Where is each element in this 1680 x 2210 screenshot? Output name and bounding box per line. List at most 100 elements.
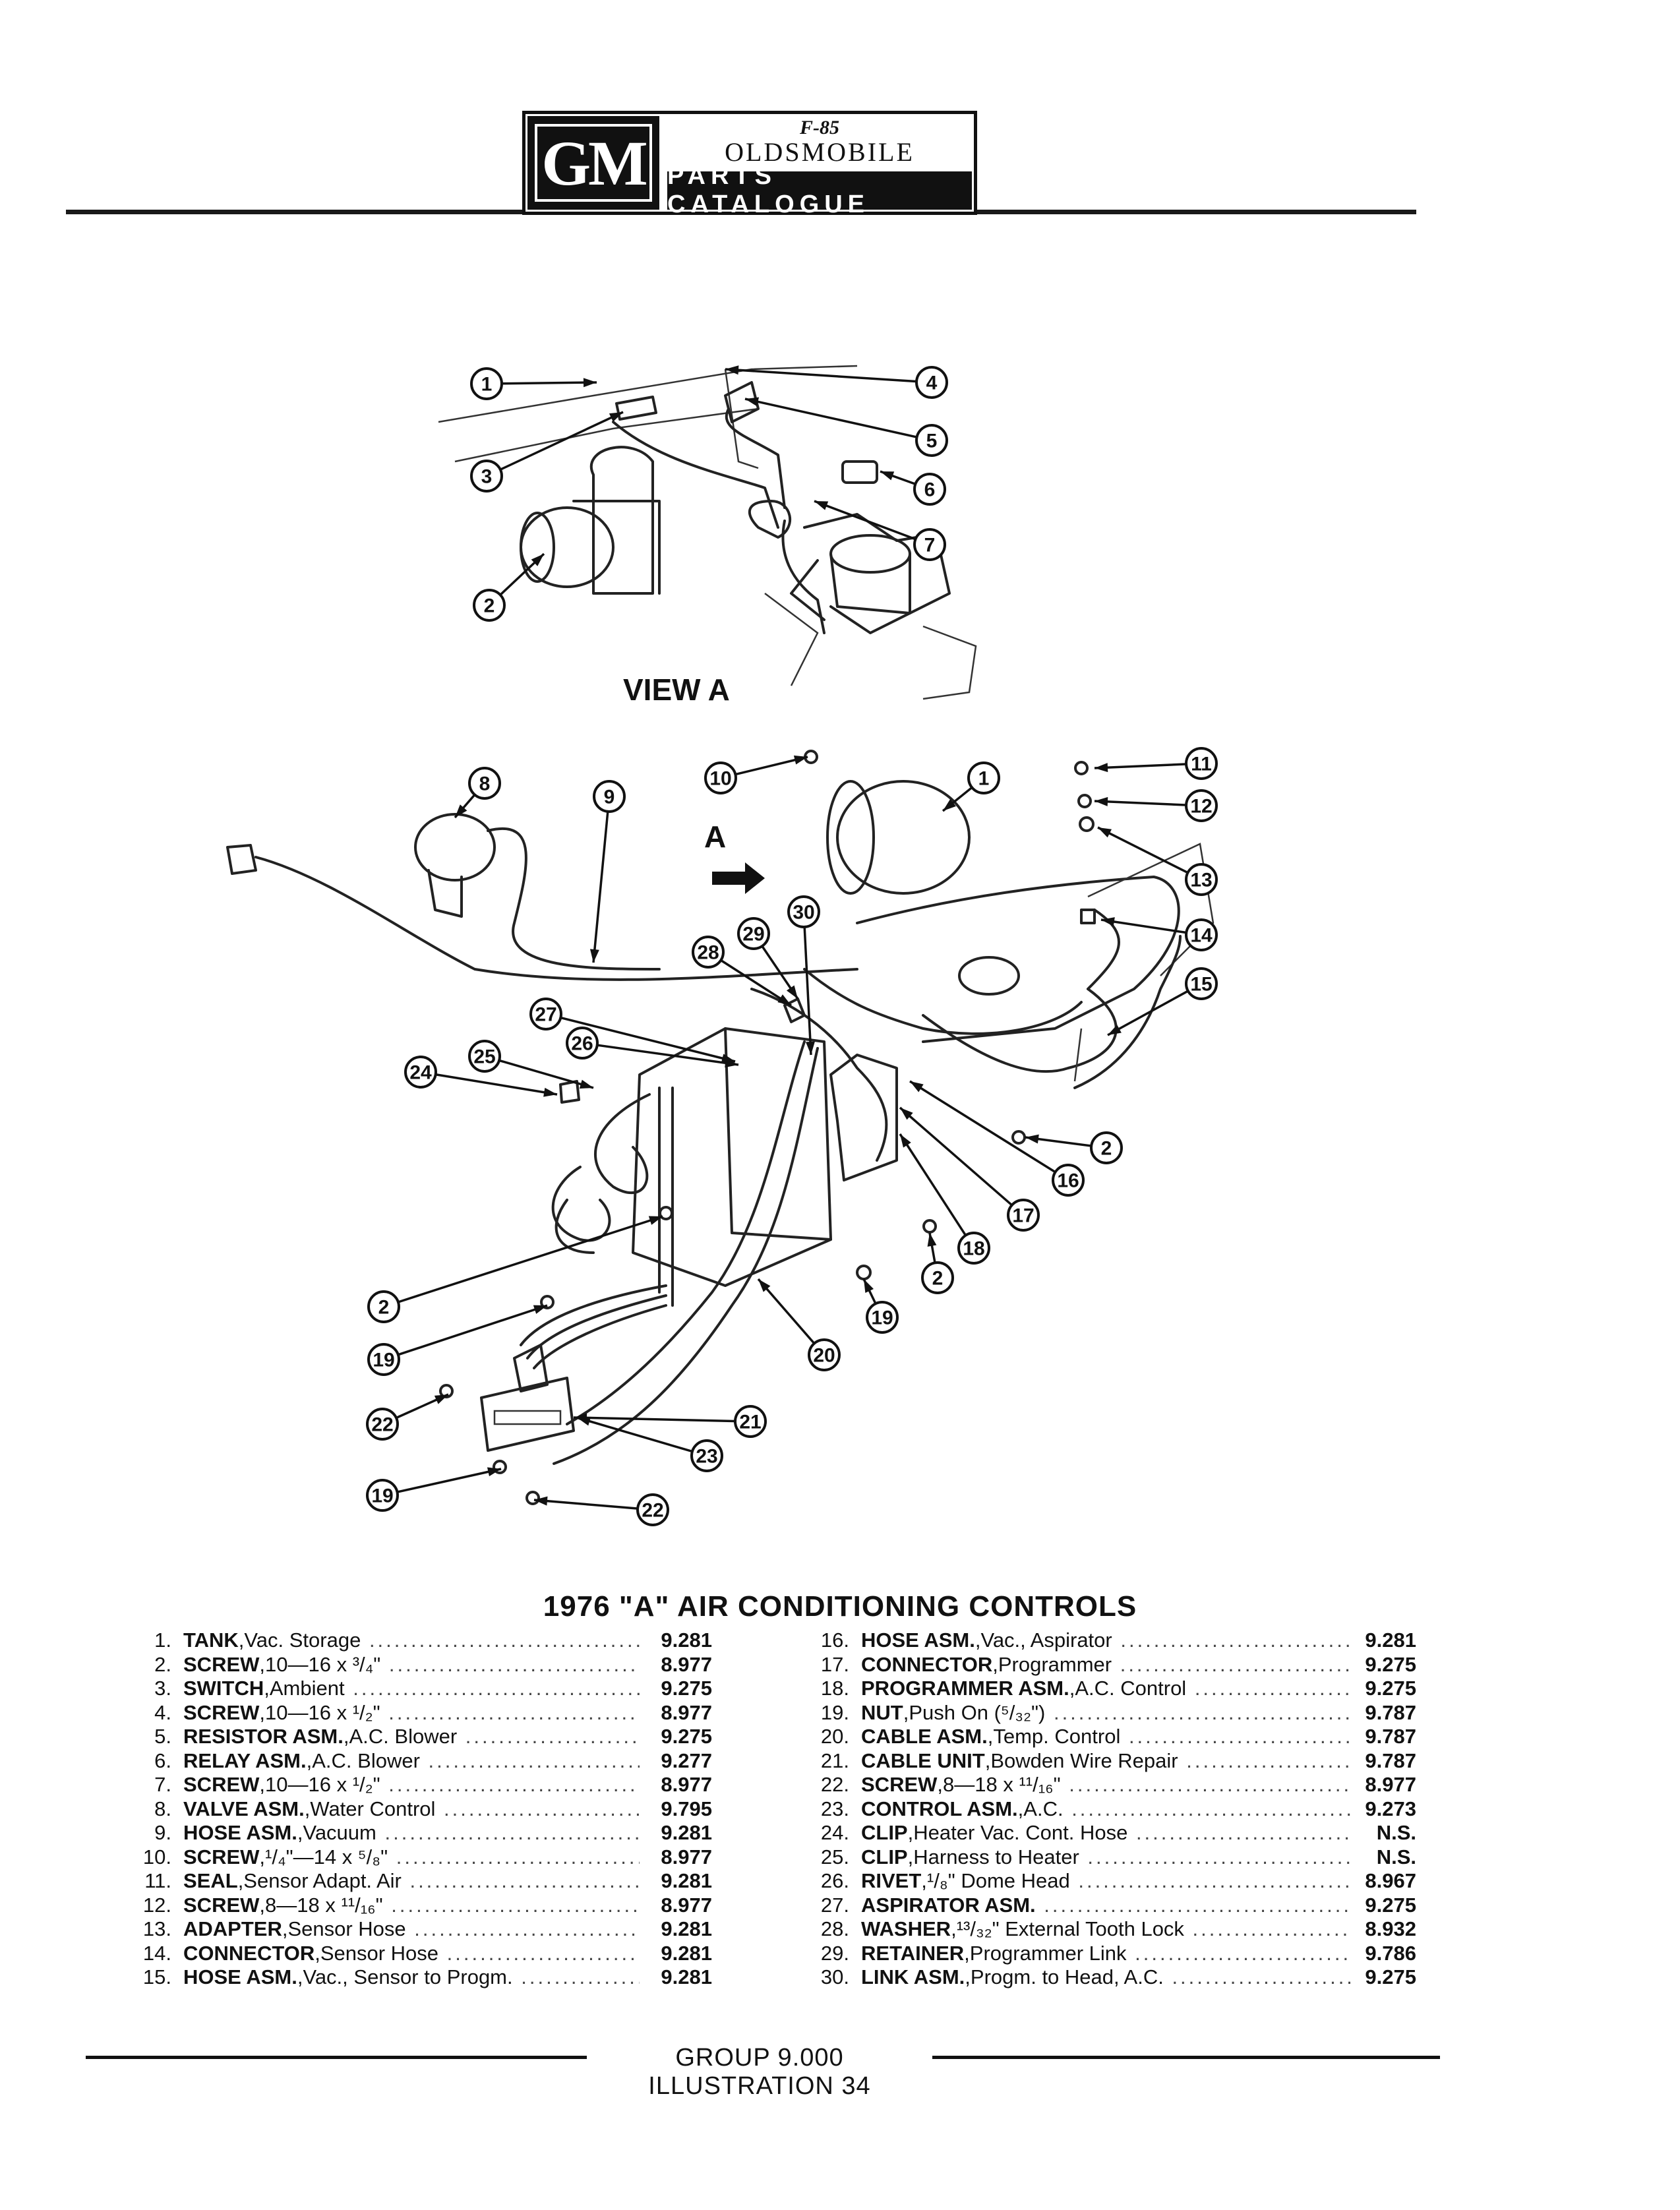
callout-21: 21: [734, 1405, 767, 1438]
leader-arrowhead: [900, 1108, 913, 1120]
callout-24: 24: [404, 1056, 437, 1089]
part-description: LINK ASM.,Progm. to Head, A.C. .........…: [861, 1965, 1350, 1990]
leader-arrowhead: [777, 994, 791, 1005]
part-description: NUT,Push On (⁵/₃₂") ....................…: [861, 1701, 1350, 1725]
callout-number: 15: [1190, 974, 1212, 996]
callout-16: 16: [1052, 1164, 1085, 1197]
parts-list-right: 16.HOSE ASM.,Vac., Aspirator ...........…: [810, 1628, 1416, 1990]
part-name: HOSE ASM.: [183, 1821, 297, 1844]
part-description: SWITCH,Ambient .........................…: [183, 1677, 640, 1701]
dot-leader: ........................................: [1120, 1652, 1350, 1676]
part-description: PROGRAMMER ASM.,A.C. Control ...........…: [861, 1677, 1350, 1701]
callout-17: 17: [1007, 1199, 1040, 1232]
parts-list-row: 27.ASPIRATOR ASM. ......................…: [810, 1894, 1416, 1918]
part-detail: ,Sensor Hose: [315, 1941, 439, 1965]
part-description: CONNECTOR,Programmer ...................…: [861, 1653, 1350, 1677]
leader-arrowhead: [758, 1279, 771, 1292]
part-name: VALVE ASM.: [183, 1797, 305, 1820]
leader-line: [592, 812, 609, 963]
group-number: 9.275: [1365, 1965, 1416, 1988]
dot-leader: ........................................: [1053, 1700, 1350, 1724]
parts-list-row: 9.HOSE ASM.,Vacuum .....................…: [132, 1821, 712, 1845]
callout-8: 8: [468, 767, 501, 800]
callout-2: 2: [1090, 1131, 1123, 1164]
part-detail: ,8—18 x ¹¹/₁₆": [937, 1773, 1061, 1796]
callout-number: 21: [739, 1412, 761, 1433]
leader-arrowhead: [786, 985, 798, 999]
callout-9: 9: [593, 780, 626, 813]
leader-line: [1097, 826, 1188, 874]
callout-number: 7: [924, 535, 936, 556]
part-number: 29.: [820, 1941, 849, 1965]
leader-arrowhead: [579, 1079, 593, 1089]
dot-leader: ........................................: [1128, 1725, 1350, 1748]
part-detail: ,A.C.: [1017, 1797, 1064, 1820]
part-number: 26.: [820, 1869, 849, 1892]
part-detail: ,Vac. Storage: [238, 1628, 361, 1652]
part-detail: ,A.C. Blower: [306, 1748, 420, 1772]
part-name: SCREW: [183, 1893, 260, 1917]
part-detail: ,Heater Vac. Cont. Hose: [907, 1821, 1128, 1844]
callout-14: 14: [1185, 918, 1218, 951]
part-name: RIVET: [861, 1869, 922, 1892]
part-number: 12.: [142, 1893, 171, 1917]
part-name: SCREW: [183, 1652, 260, 1676]
callout-circle: [1185, 967, 1218, 1000]
part-description: HOSE ASM.,Vac., Sensor to Progm. .......…: [183, 1965, 640, 1990]
part-number: 14.: [142, 1941, 171, 1965]
callout-number: 2: [932, 1268, 944, 1290]
leader-line: [436, 1073, 558, 1096]
part-number: 9.: [154, 1821, 171, 1844]
parts-list-row: 26.RIVET,¹/₈" Dome Head ................…: [810, 1869, 1416, 1894]
callout-22: 22: [366, 1408, 399, 1441]
part-number: 22.: [820, 1773, 849, 1796]
callout-circle: [915, 366, 948, 399]
part-name: SEAL: [183, 1869, 238, 1892]
parts-list-row: 7.SCREW,10—16 x ¹/₂" ...................…: [132, 1773, 712, 1797]
brand-block: F-85 OLDSMOBILE: [667, 116, 972, 169]
leader-arrowhead: [1108, 1025, 1122, 1035]
part-detail: ,Push On (⁵/₃₂"): [903, 1700, 1046, 1724]
leader-line: [909, 1080, 1056, 1173]
callout-number: 16: [1057, 1170, 1079, 1192]
part-number: 11.: [144, 1869, 171, 1892]
group-number: 8.977: [661, 1845, 712, 1868]
callout-number: 2: [484, 595, 495, 617]
callout-circle: [866, 1301, 899, 1334]
part-description: ADAPTER,Sensor Hose ....................…: [183, 1917, 640, 1942]
parts-list-row: 4.SCREW,10—16 x ¹/₂" ...................…: [132, 1701, 712, 1725]
leader-arrowhead: [805, 1041, 815, 1055]
part-detail: ,8—18 x ¹¹/₁₆": [259, 1893, 383, 1917]
leader-arrowhead: [880, 471, 895, 481]
callout-number: 19: [871, 1307, 893, 1329]
callout-circle: [636, 1493, 669, 1526]
part-number: 1.: [154, 1628, 171, 1652]
dot-leader: ........................................: [369, 1628, 640, 1652]
part-number: 3.: [154, 1677, 171, 1700]
leader-lines: [396, 365, 1188, 1510]
group-number: 9.281: [1365, 1628, 1416, 1652]
callout-circle: [566, 1027, 599, 1060]
leader-arrowhead: [533, 1305, 547, 1314]
part-name: CABLE UNIT: [861, 1748, 985, 1772]
callout-number: 9: [604, 787, 615, 808]
leader-line: [899, 1106, 1013, 1206]
part-description: CONNECTOR,Sensor Hose ..................…: [183, 1942, 640, 1966]
callout-number: 13: [1190, 870, 1212, 891]
callout-number: 27: [535, 1004, 556, 1026]
part-name: SCREW: [183, 1845, 260, 1868]
part-detail: ,¹/₄"—14 x ⁵/₈": [259, 1845, 388, 1868]
leader-arrowhead: [1025, 1134, 1039, 1144]
callout-number: 8: [479, 773, 491, 795]
dot-leader: ........................................: [1192, 1917, 1350, 1940]
leader-line: [744, 398, 916, 438]
part-description: SCREW,8—18 x ¹¹/₁₆" ....................…: [861, 1773, 1350, 1797]
leader-arrowhead: [745, 397, 760, 407]
group-number: 9.281: [661, 1965, 712, 1988]
callout-circle: [366, 1408, 399, 1441]
part-description: RELAY ASM.,A.C. Blower .................…: [183, 1749, 640, 1774]
part-number: 15.: [142, 1965, 171, 1988]
leader-line: [576, 1416, 692, 1452]
part-description: CLIP,Harness to Heater .................…: [861, 1845, 1350, 1870]
dot-leader: ........................................: [1120, 1628, 1350, 1652]
